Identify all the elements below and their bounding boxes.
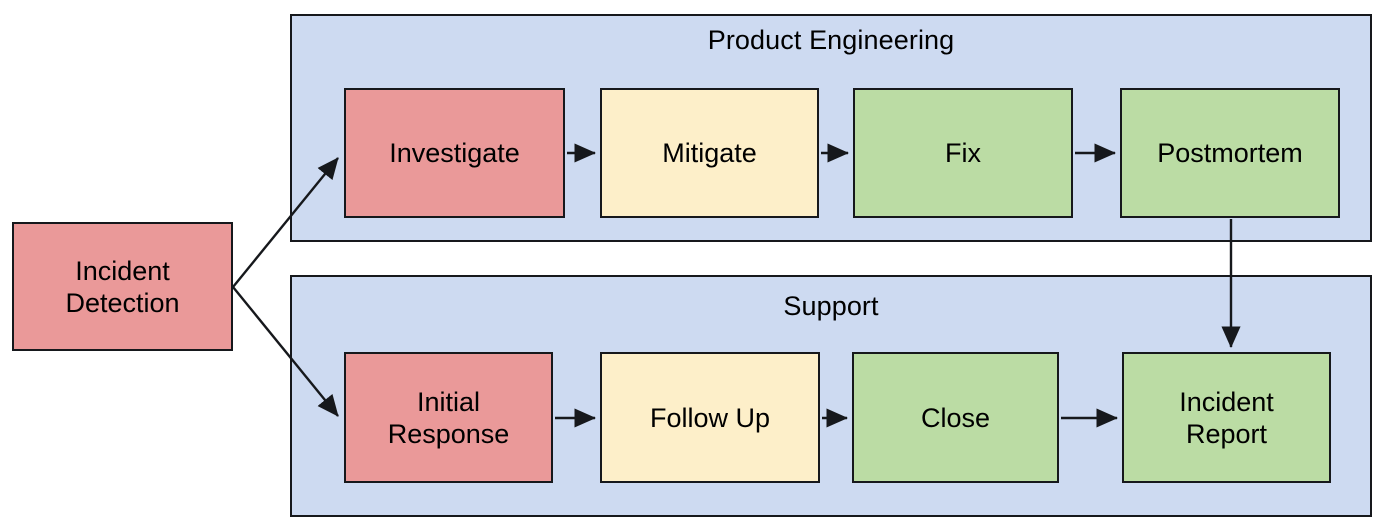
node-incident-report[interactable]: Incident Report xyxy=(1122,352,1331,483)
swimlane-title-product-engineering: Product Engineering xyxy=(707,25,955,55)
swimlane-title-support: Support xyxy=(783,291,879,321)
node-follow-up[interactable]: Follow Up xyxy=(600,352,820,483)
node-fix[interactable]: Fix xyxy=(853,88,1073,218)
node-postmortem[interactable]: Postmortem xyxy=(1120,88,1340,218)
node-close[interactable]: Close xyxy=(852,352,1059,483)
node-mitigate[interactable]: Mitigate xyxy=(600,88,819,218)
node-initial-response[interactable]: Initial Response xyxy=(344,352,553,483)
node-investigate[interactable]: Investigate xyxy=(344,88,565,218)
node-incident-detection[interactable]: Incident Detection xyxy=(12,222,233,351)
